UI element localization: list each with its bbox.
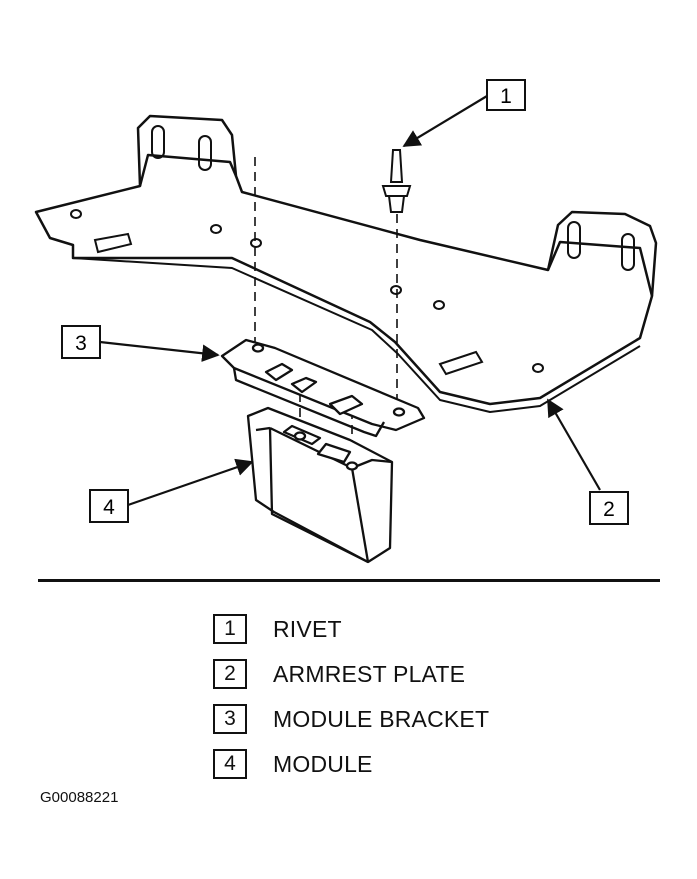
- legend-label: MODULE: [273, 751, 373, 777]
- callout-leaders: [99, 95, 601, 507]
- exploded-view-drawing: 1 2 3 4: [34, 79, 658, 564]
- callout-4: 4: [89, 489, 129, 523]
- legend-number: 3: [213, 704, 247, 734]
- callout-1-number: 1: [500, 85, 512, 108]
- rivet: [381, 149, 412, 213]
- callout-2: 2: [589, 491, 629, 525]
- legend-item: 1 RIVET: [213, 610, 533, 655]
- module-bracket: [220, 338, 426, 438]
- legend-label: MODULE BRACKET: [273, 706, 490, 732]
- legend-label: ARMREST PLATE: [273, 661, 466, 687]
- callout-1: 1: [486, 79, 526, 111]
- armrest-plate: [34, 114, 658, 413]
- legend-item: 2 ARMREST PLATE: [213, 655, 533, 700]
- callout-4-number: 4: [103, 496, 115, 519]
- callout-3: 3: [61, 325, 101, 359]
- legend-label: RIVET: [273, 616, 342, 642]
- legend-item: 4 MODULE: [213, 745, 533, 790]
- legend-number: 4: [213, 749, 247, 779]
- callout-3-number: 3: [75, 332, 87, 355]
- legend-number: 1: [213, 614, 247, 644]
- module: [246, 406, 394, 564]
- plate-holes: [70, 209, 544, 373]
- figure-id: G00088221: [40, 789, 119, 806]
- legend-item: 3 MODULE BRACKET: [213, 700, 533, 745]
- parts-legend: 1 RIVET 2 ARMREST PLATE 3 MODULE BRACKET…: [213, 610, 533, 790]
- legend-divider: [38, 579, 660, 582]
- legend-number: 2: [213, 659, 247, 689]
- callout-2-number: 2: [603, 498, 615, 521]
- plate-slots: [93, 125, 635, 376]
